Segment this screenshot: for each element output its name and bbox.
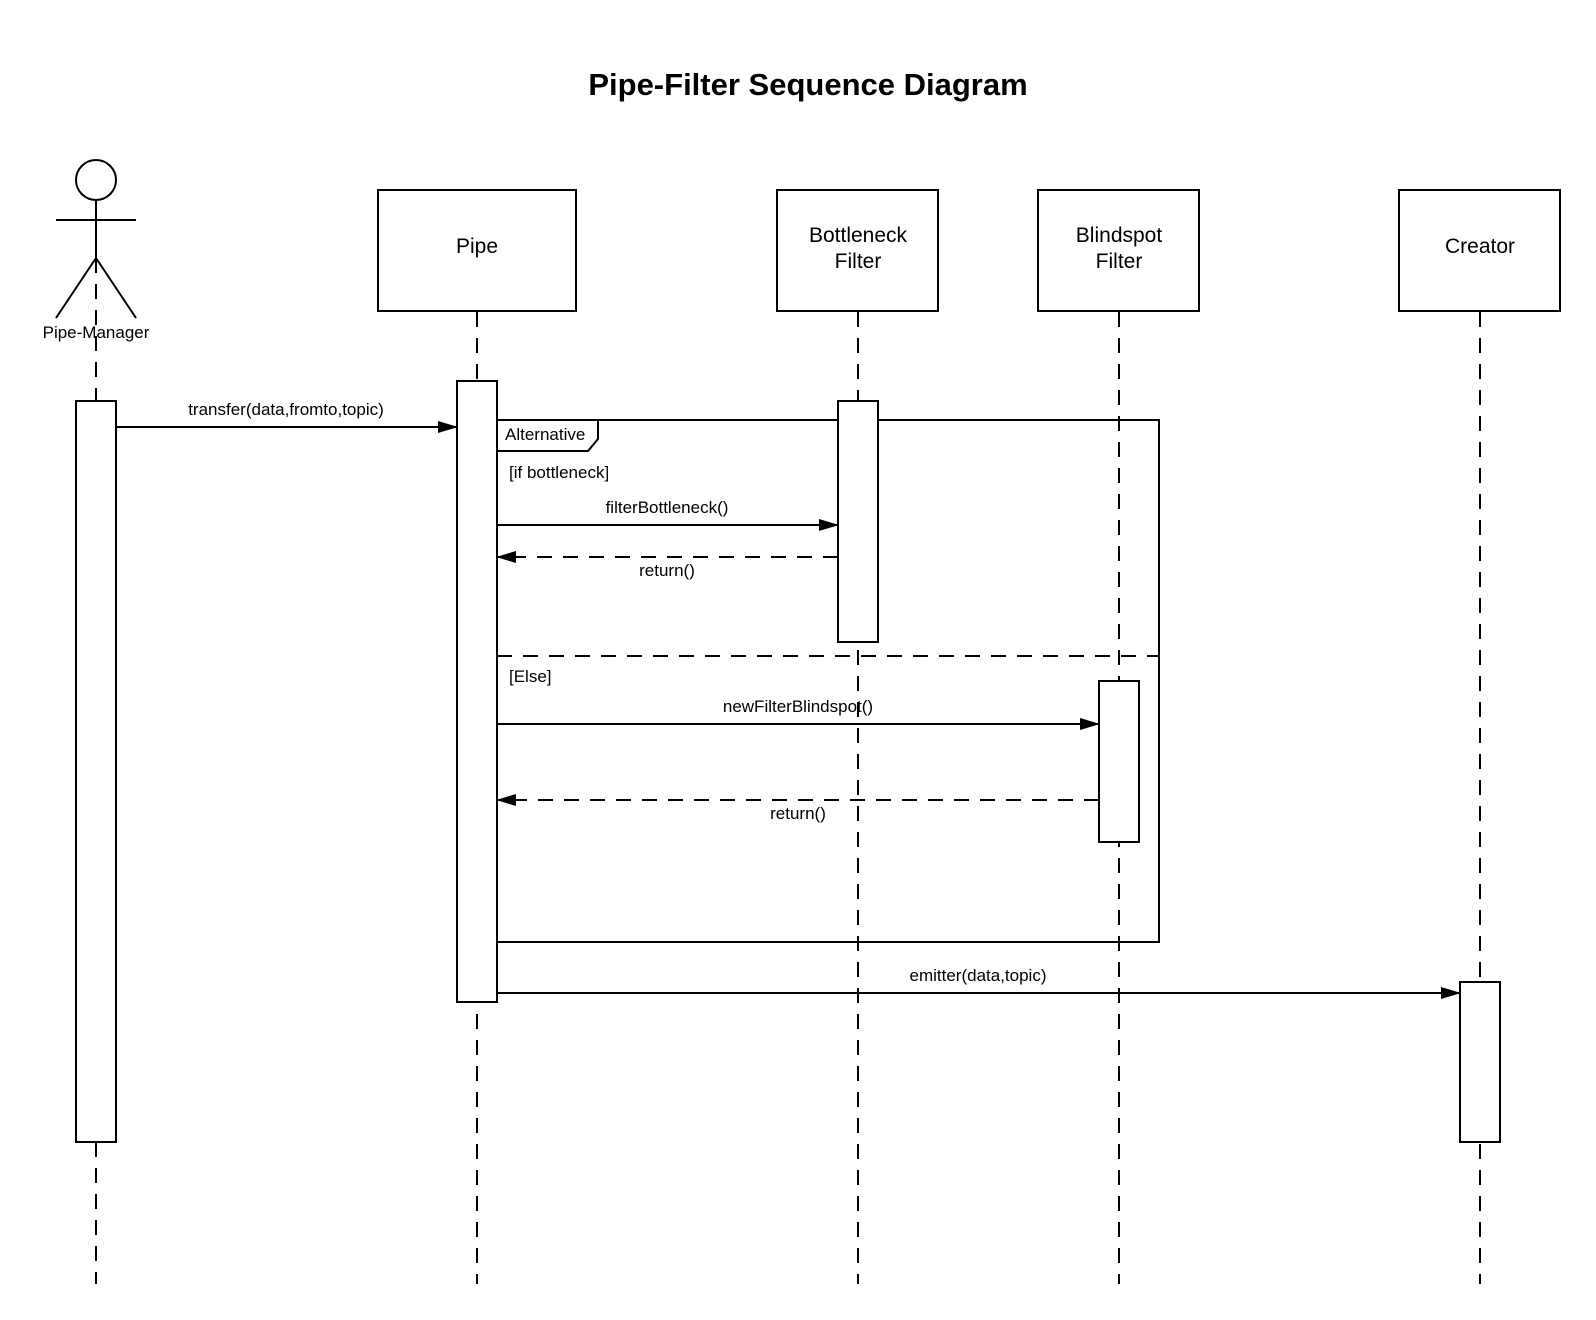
participant-label: Pipe bbox=[456, 235, 498, 258]
message-label-return-bottleneck: return() bbox=[639, 561, 695, 580]
participant-label-line1: Bottleneck bbox=[809, 224, 908, 247]
message-label-return-blindspot: return() bbox=[770, 804, 826, 823]
message-label-transfer: transfer(data,fromto,topic) bbox=[188, 400, 384, 419]
activation-pipe-manager bbox=[75, 400, 117, 1143]
participant-label: Creator bbox=[1445, 235, 1515, 258]
participant-bottleneck-filter: Bottleneck Filter bbox=[776, 189, 939, 312]
fragment-operator: Alternative bbox=[505, 425, 585, 444]
actor-label: Pipe-Manager bbox=[43, 323, 150, 342]
actor-right-leg bbox=[95, 257, 137, 319]
messages: transfer(data,fromto,topic) filterBottle… bbox=[116, 400, 1461, 999]
message-label-new-filter-blindspot: newFilterBlindspot() bbox=[723, 697, 873, 716]
message-label-emitter: emitter(data,topic) bbox=[910, 966, 1047, 985]
actor-pipe-manager: Pipe-Manager bbox=[43, 159, 150, 342]
participant-box bbox=[1037, 189, 1200, 312]
participant-box bbox=[377, 189, 577, 312]
participant-box bbox=[776, 189, 939, 312]
fragment-guard-else: [Else] bbox=[509, 667, 552, 686]
participant-pipe: Pipe bbox=[377, 189, 577, 312]
diagram-title: Pipe-Filter Sequence Diagram bbox=[588, 67, 1027, 102]
fragment-frame bbox=[496, 419, 1160, 943]
actor-left-leg bbox=[55, 257, 97, 319]
activation-blindspot-filter bbox=[1098, 680, 1140, 843]
activation-pipe bbox=[456, 380, 498, 1003]
activations bbox=[75, 380, 1501, 1143]
participant-label-line2: Filter bbox=[835, 250, 882, 273]
participant-creator: Creator bbox=[1398, 189, 1561, 312]
activation-bottleneck-filter bbox=[837, 400, 879, 643]
alt-fragment: Alternative [if bottleneck] [Else] bbox=[496, 419, 1160, 943]
fragment-guard-if: [if bottleneck] bbox=[509, 463, 609, 482]
message-label-filter-bottleneck: filterBottleneck() bbox=[606, 498, 729, 517]
activation-creator bbox=[1459, 981, 1501, 1143]
actor-head bbox=[75, 159, 117, 201]
participant-box bbox=[1398, 189, 1561, 312]
participant-blindspot-filter: Blindspot Filter bbox=[1037, 189, 1200, 312]
participant-label-line2: Filter bbox=[1096, 250, 1143, 273]
participant-label-line1: Blindspot bbox=[1076, 224, 1163, 247]
